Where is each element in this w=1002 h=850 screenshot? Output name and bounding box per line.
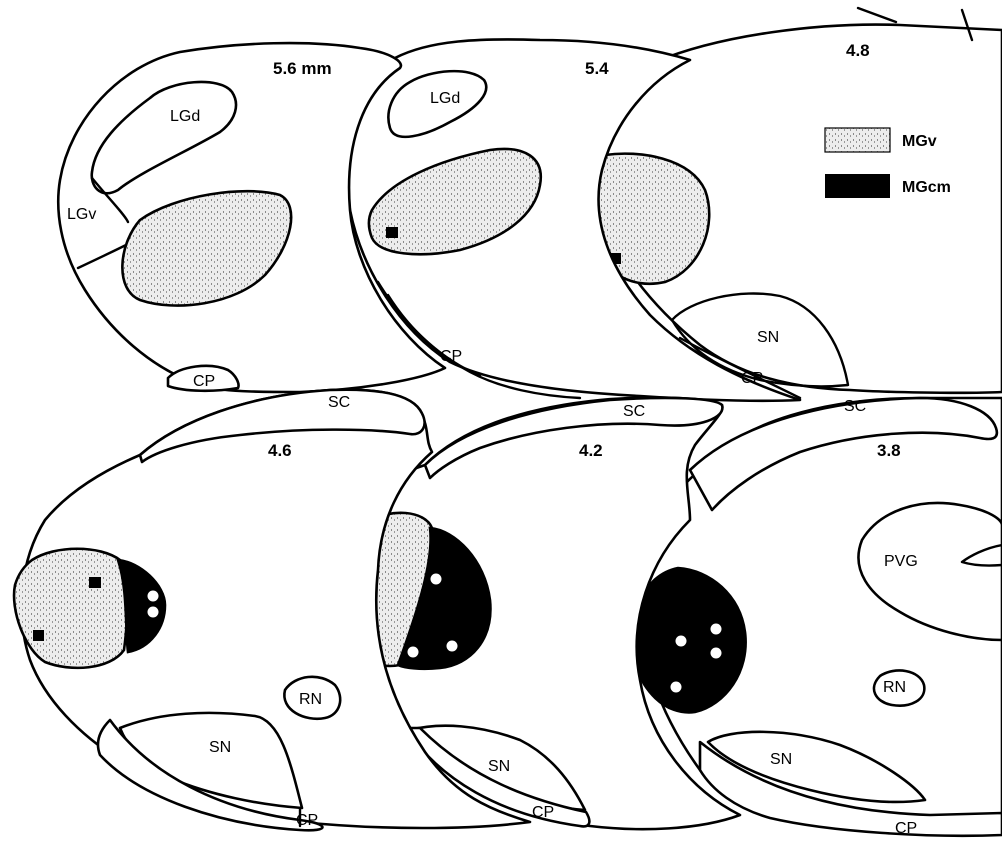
section-4-6-injection-site-2 bbox=[33, 630, 44, 641]
section-3-8-sn-label: SN bbox=[770, 751, 792, 768]
section-4-8-level-label: 4.8 bbox=[846, 41, 870, 60]
section-4-2-injection-site-4 bbox=[408, 647, 419, 658]
section-4-6-level-label: 4.6 bbox=[268, 441, 292, 460]
section-5-4-cp-label: CP bbox=[440, 348, 462, 365]
legend-mgcm-swatch bbox=[825, 174, 890, 198]
section-5-6-lgv-label: LGv bbox=[67, 206, 96, 223]
section-4-6-mgv-nucleus bbox=[14, 549, 127, 668]
section-4-6-injection-site-1 bbox=[89, 577, 101, 588]
section-3-8-injection-site-3 bbox=[711, 648, 722, 659]
legend-mgcm-label: MGcm bbox=[902, 179, 951, 196]
section-3-8-injection-site-1 bbox=[676, 636, 687, 647]
section-3-8-pvg-label: PVG bbox=[884, 553, 918, 570]
section-3-8-level-label: 3.8 bbox=[877, 441, 901, 460]
section-4-6-injection-site-3 bbox=[148, 591, 159, 602]
section-5-4-injection-site bbox=[386, 227, 398, 238]
section-3-8-cp-label: CP bbox=[895, 820, 917, 837]
section-4-2-cp-label: CP bbox=[532, 804, 554, 821]
section-4-8-cp-label: CP bbox=[741, 370, 763, 387]
section-5-4-lgd-label: LGd bbox=[430, 90, 460, 107]
section-4-2-sc-label: SC bbox=[623, 403, 645, 420]
section-5-6-lgd-label: LGd bbox=[170, 108, 200, 125]
section-4-6-cp-label: CP bbox=[296, 812, 318, 829]
section-5-6-cp-label: CP bbox=[193, 373, 215, 390]
section-4-8-edge-line bbox=[858, 8, 896, 22]
section-4-8-sn-label: SN bbox=[757, 329, 779, 346]
legend-mgv-label: MGv bbox=[902, 133, 937, 150]
section-3-8-rn-label: RN bbox=[883, 679, 906, 696]
section-5-4-level-label: 5.4 bbox=[585, 59, 609, 78]
section-4-6-rn-label: RN bbox=[299, 691, 322, 708]
section-4-6-injection-site-4 bbox=[148, 607, 159, 618]
section-4-2-level-label: 4.2 bbox=[579, 441, 603, 460]
section-4-2-sn-label: SN bbox=[488, 758, 510, 775]
section-4-6-sn-label: SN bbox=[209, 739, 231, 756]
section-4-2-injection-site-3 bbox=[431, 574, 442, 585]
section-4-6-sc-label: SC bbox=[328, 394, 350, 411]
section-3-8-injection-site-2 bbox=[711, 624, 722, 635]
section-3-8-injection-site-4 bbox=[671, 682, 682, 693]
section-5-6-level-label: 5.6 mm bbox=[273, 59, 332, 78]
legend-mgv-swatch bbox=[825, 128, 890, 152]
section-4-2-injection-site-5 bbox=[447, 641, 458, 652]
section-3-8-sc-label: SC bbox=[844, 398, 866, 415]
